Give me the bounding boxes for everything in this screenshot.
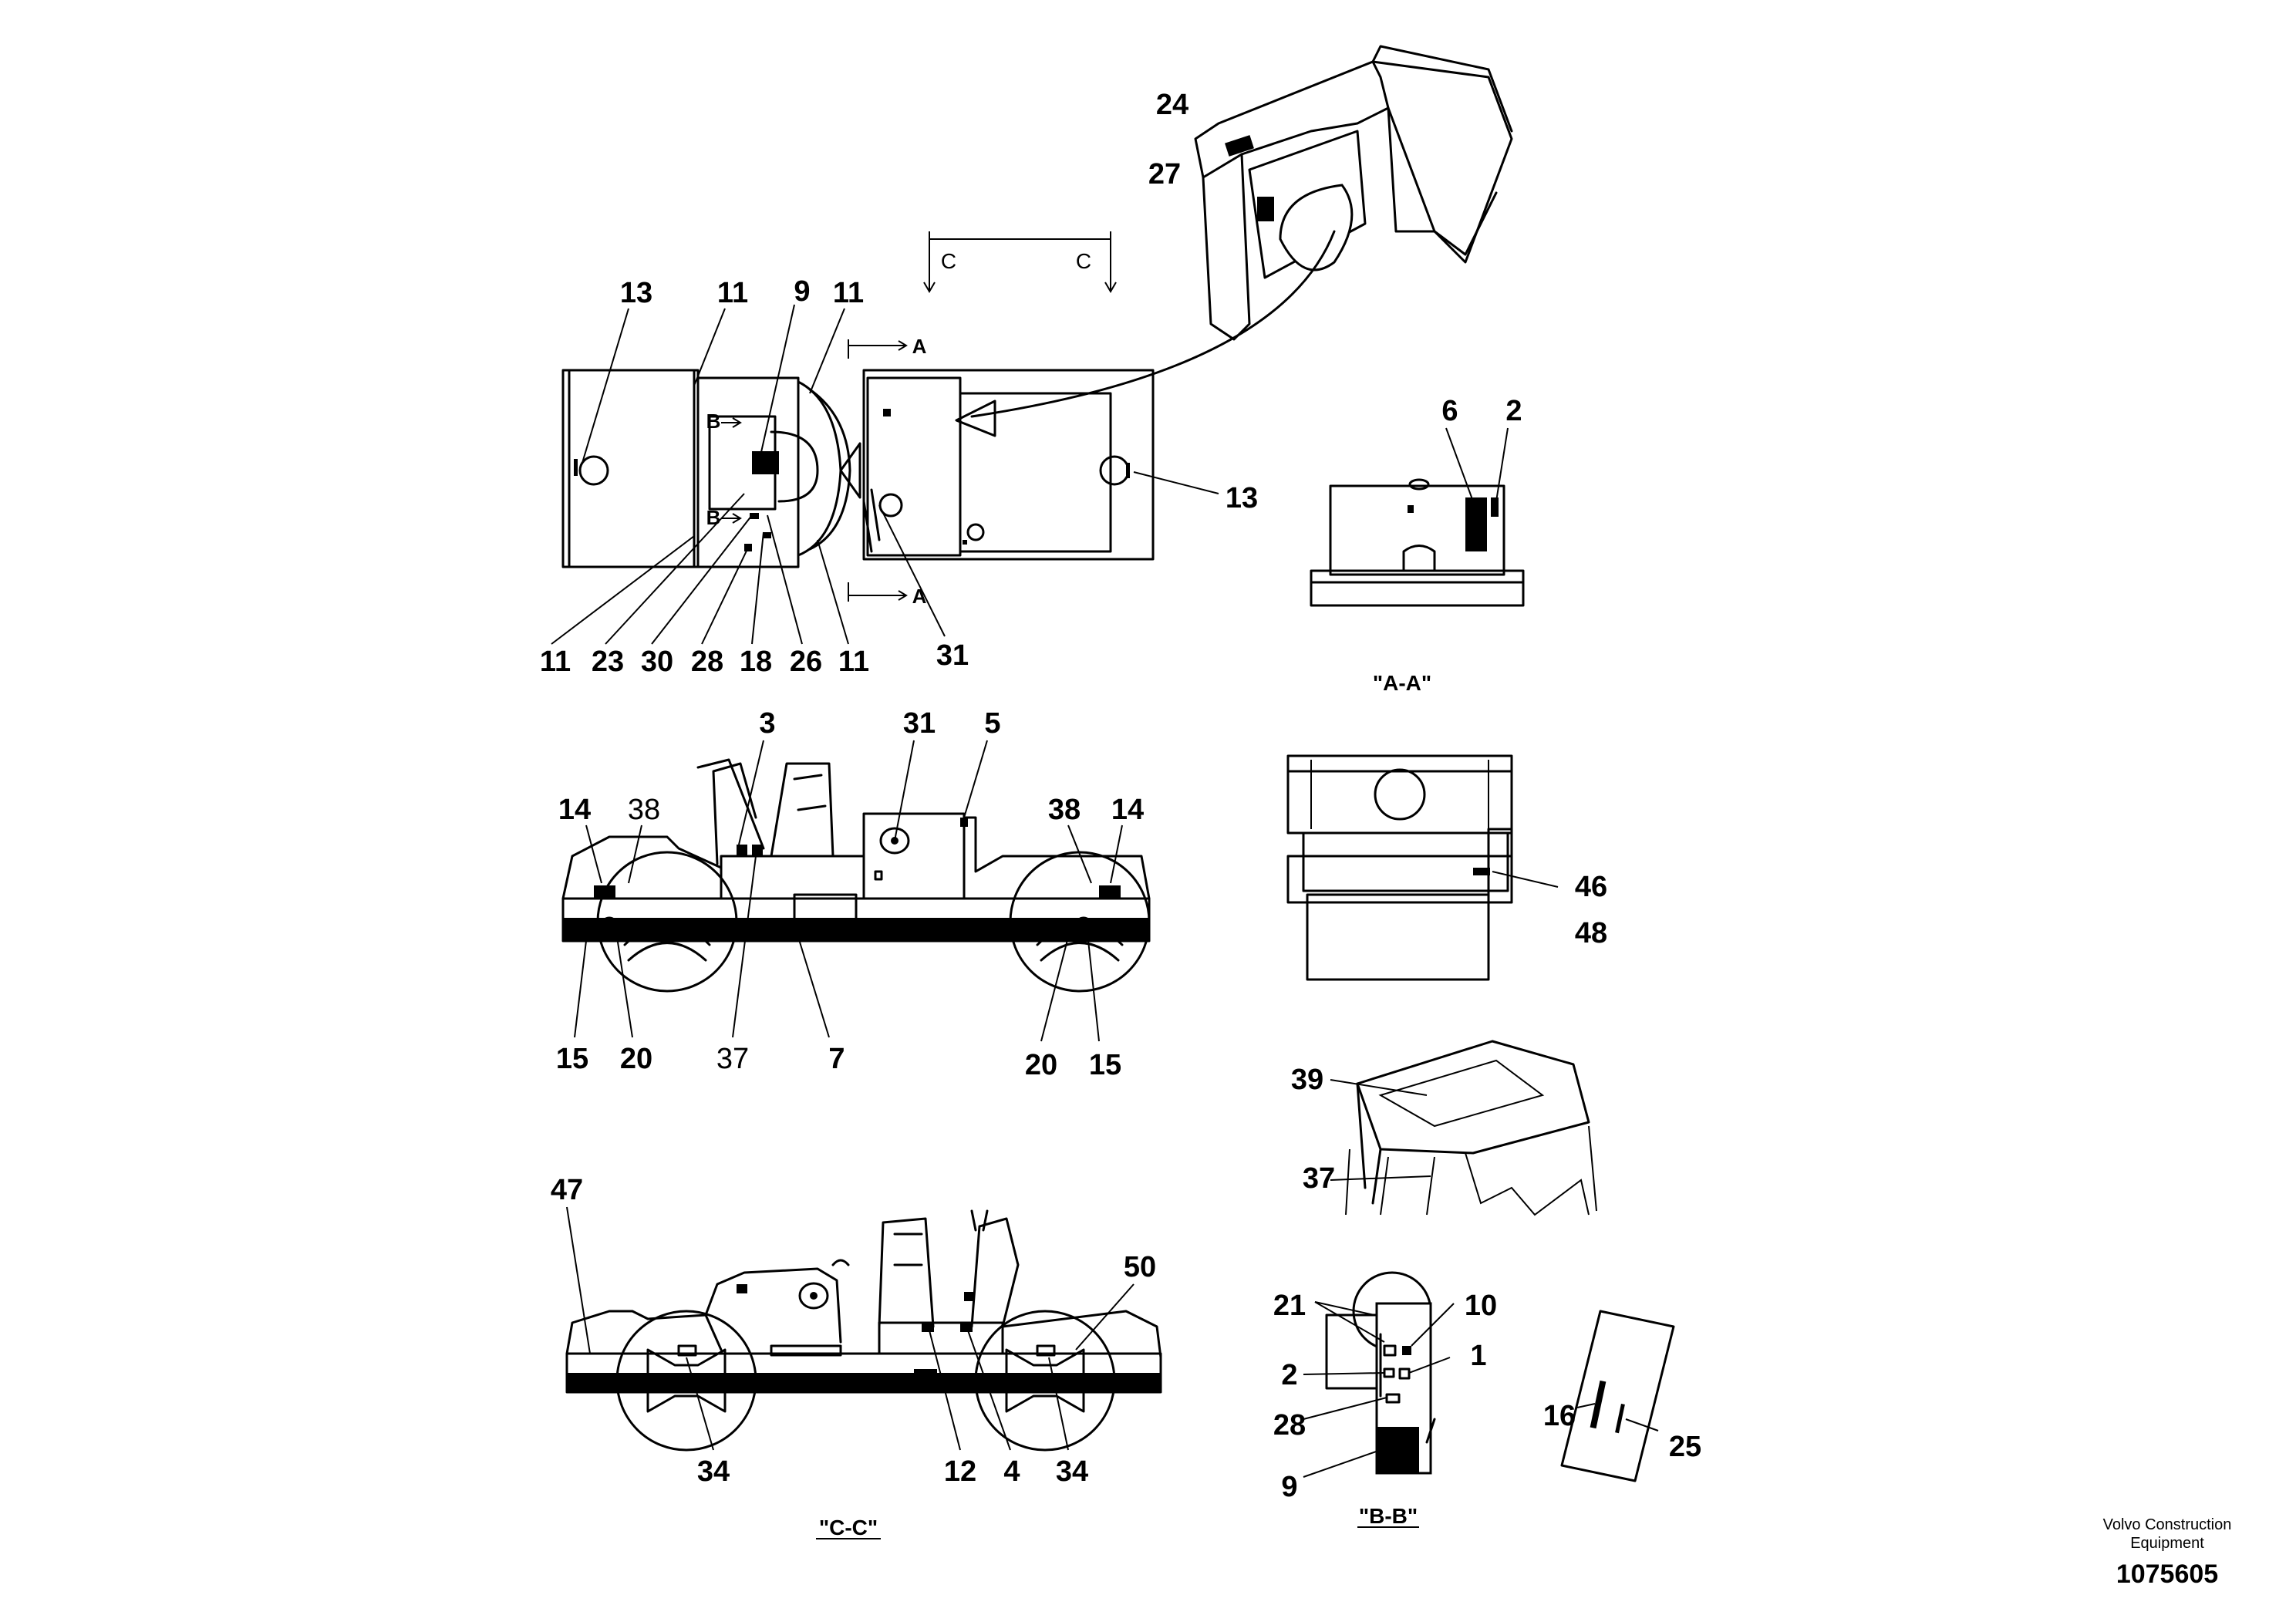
- callout-18: 18: [740, 646, 772, 678]
- callout-30: 30: [641, 646, 673, 678]
- view-aa-caption: "A-A": [1373, 671, 1431, 695]
- callout-5: 5: [984, 707, 1000, 740]
- decal-46-front: [1473, 868, 1490, 875]
- view-bb-drawing: [1325, 1271, 1436, 1475]
- callout-50: 50: [1124, 1251, 1156, 1283]
- decal-4-cc: [960, 1323, 973, 1332]
- callout-11-top-2: 11: [833, 277, 864, 309]
- decal-14-right: [1099, 885, 1121, 898]
- callout-37-side: 37: [716, 1043, 749, 1075]
- view-cc-drawing: [565, 1209, 1162, 1452]
- callout-9-bb: 9: [1281, 1471, 1297, 1503]
- callout-47: 47: [551, 1174, 583, 1206]
- callout-39: 39: [1291, 1064, 1323, 1096]
- hood-detail-drawing: [1194, 45, 1513, 341]
- section-c-right-label: C: [1076, 249, 1091, 273]
- decal-37-side: [752, 845, 763, 855]
- callout-46: 46: [1575, 871, 1607, 903]
- side-view-leaders: [574, 740, 1123, 1042]
- callout-1: 1: [1470, 1340, 1486, 1372]
- callout-15-right: 15: [1089, 1049, 1121, 1081]
- section-b-top-marker: B: [706, 410, 721, 433]
- callout-26: 26: [790, 646, 822, 678]
- brand-line-2: Equipment: [2130, 1535, 2204, 1552]
- decal-12-cc: [922, 1323, 934, 1332]
- view-bb-leaders: [1303, 1301, 1455, 1478]
- step-detail-drawing: [1330, 1040, 1597, 1216]
- callout-3: 3: [759, 707, 775, 740]
- callout-21: 21: [1273, 1290, 1306, 1322]
- decal-9-top: [752, 451, 779, 474]
- callout-20-right: 20: [1025, 1049, 1057, 1081]
- detail-16-25-drawing: [1560, 1310, 1675, 1482]
- callout-14-left: 14: [558, 794, 591, 826]
- callout-14-right: 14: [1111, 794, 1144, 826]
- callout-38-right: 38: [1048, 794, 1081, 826]
- callout-23: 23: [592, 646, 624, 678]
- callout-7: 7: [828, 1043, 845, 1075]
- view-cc-leaders: [566, 1206, 1135, 1451]
- document-number: 1075605: [2116, 1560, 2218, 1589]
- section-a-marker: A A: [848, 335, 927, 608]
- callout-4: 4: [1003, 1455, 1020, 1488]
- callout-34-right: 34: [1056, 1455, 1088, 1488]
- decal-9-bb: [1377, 1427, 1419, 1473]
- callout-31-top: 31: [936, 639, 969, 672]
- section-a-top-label: A: [912, 335, 927, 358]
- callout-labels: 24 27 13 11 9 11 13 11 23 30 28 18 26 11…: [540, 89, 1701, 1539]
- callout-13-top-right: 13: [1226, 482, 1258, 514]
- callout-9-top: 9: [794, 275, 810, 308]
- callout-13-top-left: 13: [620, 277, 652, 309]
- callout-24: 24: [1156, 89, 1188, 121]
- callout-28-top: 28: [691, 646, 723, 678]
- callout-2-aa: 2: [1505, 395, 1522, 427]
- decal-10-bb: [1402, 1346, 1411, 1355]
- callout-34-left: 34: [697, 1455, 730, 1488]
- view-cc-caption: "C-C": [819, 1516, 878, 1539]
- callout-31-side: 31: [903, 707, 936, 740]
- brand-line-1: Volvo Construction: [2103, 1516, 2232, 1533]
- hood-decal-24: [1225, 135, 1254, 157]
- side-view-drawing: [561, 758, 1151, 993]
- decal-7-side: [783, 922, 804, 936]
- top-view-leaders: [551, 304, 1219, 645]
- callout-10: 10: [1465, 1290, 1497, 1322]
- callout-28-bb: 28: [1273, 1409, 1306, 1442]
- view-bb-caption: "B-B": [1359, 1504, 1418, 1528]
- callout-37-step: 37: [1303, 1162, 1335, 1195]
- decal-6-aa: [1465, 497, 1487, 551]
- callout-12: 12: [944, 1455, 976, 1488]
- hood-decal-27: [1257, 197, 1274, 221]
- callout-48: 48: [1575, 917, 1607, 949]
- decal-3-side: [737, 845, 747, 855]
- callout-38-left: 38: [628, 794, 660, 826]
- view-aa-drawing: [1310, 427, 1525, 607]
- decal-5-side: [960, 818, 968, 827]
- callout-16: 16: [1543, 1400, 1576, 1432]
- section-c-marker: C C: [923, 231, 1117, 293]
- callout-25: 25: [1669, 1431, 1701, 1463]
- decal-16-detail: [1590, 1380, 1607, 1429]
- callout-6: 6: [1441, 395, 1458, 427]
- front-view-drawing: [1286, 754, 1559, 981]
- callout-20-left: 20: [620, 1043, 652, 1075]
- callout-11-bottom-2: 11: [838, 646, 869, 678]
- decal-2-aa: [1491, 497, 1499, 517]
- reference-arrow: [970, 230, 1336, 418]
- decal-25-detail: [1615, 1403, 1625, 1434]
- section-c-left-label: C: [941, 249, 956, 273]
- footer-brand: Volvo Construction Equipment 1075605: [2103, 1516, 2232, 1589]
- decal-14-left: [594, 885, 615, 898]
- callout-15-left: 15: [556, 1043, 588, 1075]
- section-a-bottom-label: A: [912, 585, 927, 608]
- callout-2-bb: 2: [1281, 1359, 1297, 1391]
- callout-11-bottom-1: 11: [540, 646, 571, 678]
- callout-27: 27: [1148, 158, 1181, 191]
- callout-11-top-1: 11: [717, 277, 748, 309]
